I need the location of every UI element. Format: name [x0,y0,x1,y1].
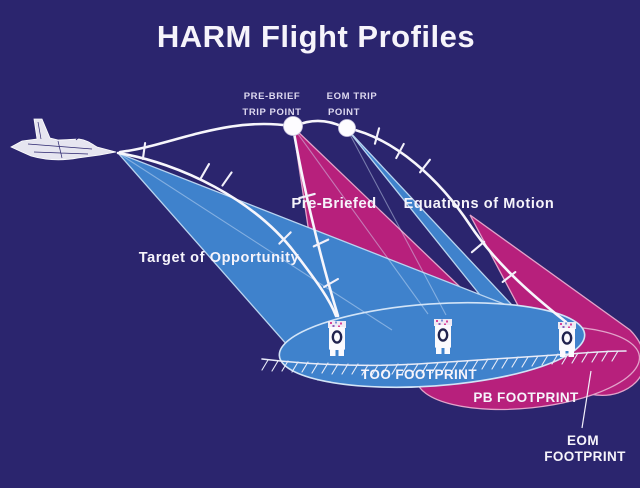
eom-footprint-leader-line [581,370,592,429]
ground-hatching [261,350,627,376]
pre-brief-trip-point-label-line2: TRIP POINT [242,107,301,118]
equations-of-motion-profile-label: Equations of Motion [404,196,555,212]
cone-edge-lines [117,126,447,331]
eom-footprint-label-line1: EOM [567,433,599,448]
ingress-path-line [118,122,293,154]
pre-brief-trip-point-label-line1: PRE-BRIEF [244,91,301,102]
slide-title: HARM Flight Profiles [157,19,475,54]
eom-trip-point-label-line2: POINT [328,107,360,118]
pre-briefed-profile-label: Pre-Briefed [291,195,376,212]
pb-footprint-label: PB FOOTPRINT [473,390,579,405]
too-footprint-label: TOO FOOTPRINT [361,367,477,382]
flight-trajectories [116,119,568,324]
too-trajectory-line [116,151,338,318]
pre-brief-trip-point-marker [283,116,303,136]
eom-trip-point-label-line1: EOM TRIP [327,91,378,102]
eom-trip-point-marker [338,119,356,137]
trajectory-tick-marks [141,127,517,289]
fighter-jet-icon [10,118,117,161]
too-footprint-shape [278,301,586,389]
eom-trajectory-line [345,126,568,324]
pb-trajectory-line [291,125,340,318]
target-of-opportunity-profile-label: Target of Opportunity [139,250,300,266]
eom-footprint-label-line2: FOOTPRINT [544,449,626,464]
